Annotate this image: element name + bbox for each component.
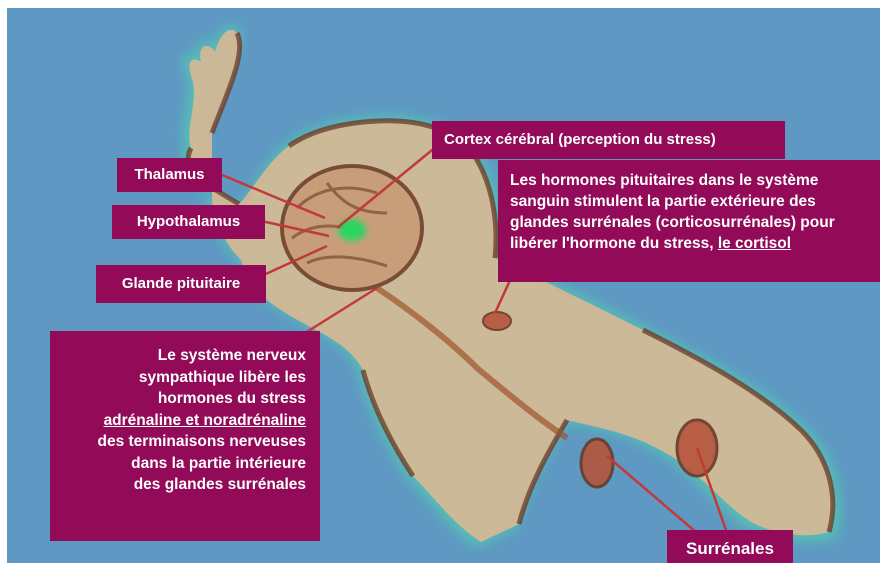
- nervous-line-7: des glandes surrénales: [50, 474, 306, 496]
- hormones-line-4-text: libérer l'hormone du stress,: [510, 235, 718, 252]
- diagram-canvas: Cortex cérébral (perception du stress) T…: [7, 8, 880, 563]
- hormones-line-2: sanguin stimulent la partie extérieure d…: [510, 191, 874, 212]
- nervous-line-6: dans la partie intérieure: [50, 453, 306, 475]
- nervous-line-2: sympathique libère les: [50, 367, 306, 389]
- kidney-left: [581, 439, 613, 487]
- thalamus-text: Thalamus: [117, 165, 222, 184]
- hormones-line-4: libérer l'hormone du stress, le cortisol: [510, 233, 874, 254]
- label-adrenals: Surrénales: [667, 530, 793, 563]
- cortex-text: Cortex cérébral (perception du stress): [444, 130, 773, 149]
- label-pituitary-hormones: Les hormones pituitaires dans le système…: [498, 160, 880, 282]
- label-hypothalamus: Hypothalamus: [112, 205, 265, 239]
- label-thalamus: Thalamus: [117, 158, 222, 192]
- cortisol-term: le cortisol: [718, 235, 791, 252]
- label-cortex: Cortex cérébral (perception du stress): [432, 121, 785, 159]
- nervous-line-1: Le système nerveux: [50, 345, 306, 367]
- organ-mid: [483, 312, 511, 330]
- label-sympathetic-nervous-system: Le système nerveux sympathique libère le…: [50, 331, 320, 541]
- nervous-line-5: des terminaisons nerveuses: [50, 431, 306, 453]
- hormones-line-1: Les hormones pituitaires dans le système: [510, 170, 874, 191]
- adrenaline-term: adrénaline et noradrénaline: [50, 410, 306, 432]
- hormones-line-3: glandes surrénales (corticosurrénales) p…: [510, 212, 874, 233]
- label-pituitary: Glande pituitaire: [96, 265, 266, 303]
- pituitary-text: Glande pituitaire: [96, 274, 266, 293]
- adrenals-text: Surrénales: [667, 538, 793, 560]
- hypothalamus-text: Hypothalamus: [112, 212, 265, 231]
- nervous-line-3: hormones du stress: [50, 388, 306, 410]
